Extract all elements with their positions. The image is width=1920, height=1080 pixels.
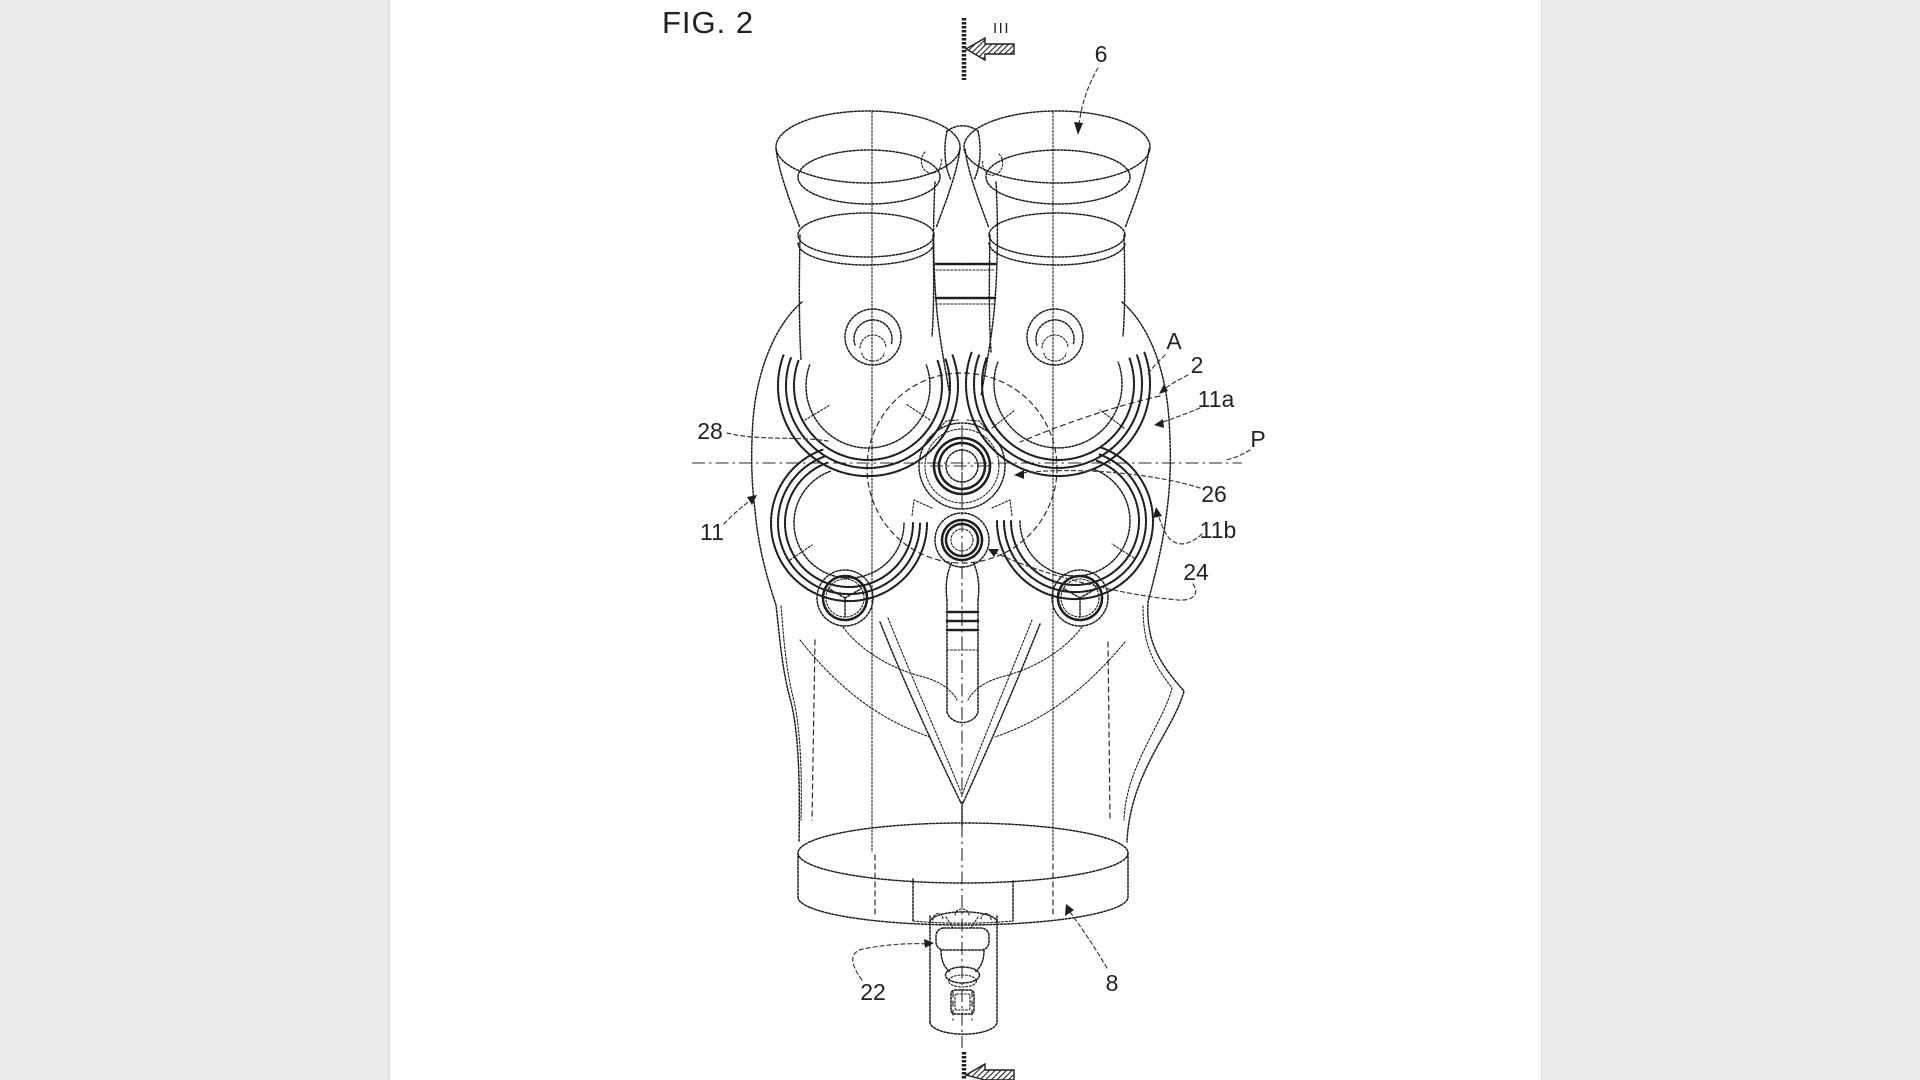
lower-housing [799,561,1126,827]
leader-lines [723,67,1251,981]
ref-label-11b: 11b [1200,517,1237,543]
ref-label-6: 6 [1095,41,1108,67]
plenum-body [750,301,1185,843]
screw-bosses [816,569,1109,627]
lower-port-boss [911,499,1013,568]
section-arrow-icon [964,36,1015,62]
ref-label-11: 11 [700,519,724,545]
ref-label-8: 8 [1106,970,1119,996]
section-cut-marker-bottom [961,1052,1015,1080]
upper-runner-rings [776,351,1152,478]
central-hub [918,419,1006,510]
centerlines [692,111,1242,1048]
base-flange [797,822,1129,926]
section-cut-label: III [993,20,1010,37]
ref-label-11a: 11a [1198,386,1235,412]
lower-runner-rings [769,446,1155,603]
bottom-spigot [929,908,998,1035]
reference-labels: 6 A 2 11a P 28 11 26 11b 24 22 8 [697,41,1265,1005]
ref-label-28: 28 [697,418,723,444]
ref-label-P: P [1250,426,1265,452]
ref-label-2: 2 [1191,352,1204,378]
section-arrow-icon [964,1062,1015,1080]
intake-funnels [775,110,1151,397]
ref-label-A: A [1166,328,1182,354]
right-gray-panel [1541,0,1920,1080]
ref-label-22: 22 [860,979,886,1005]
ref-label-24: 24 [1183,559,1209,585]
left-gray-panel [0,0,390,1080]
section-cut-marker-top: III [961,18,1015,80]
ref-label-26: 26 [1201,481,1227,507]
figure-canvas [390,0,1541,1080]
figure-title: FIG. 2 [662,5,754,40]
